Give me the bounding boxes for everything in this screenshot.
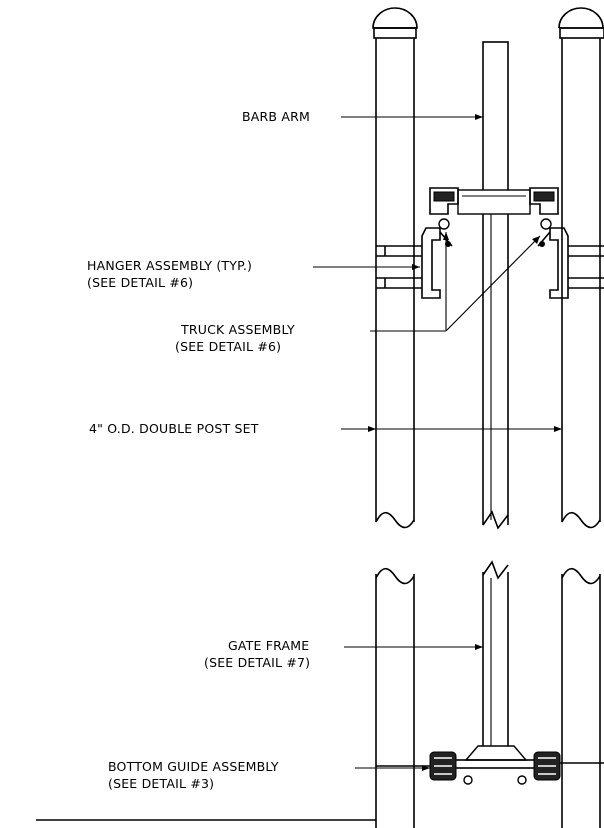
right-post-break-upper xyxy=(561,511,601,529)
label-gate-detail: (SEE DETAIL #7) xyxy=(204,655,310,670)
label-truck-assembly: TRUCK ASSEMBLY xyxy=(180,322,295,337)
right-post-break-lower xyxy=(561,567,601,585)
right-hanger-bracket xyxy=(549,227,569,299)
left-truck-wheel xyxy=(433,191,455,202)
right-truck-pin xyxy=(540,218,552,230)
label-hanger-assembly: HANGER ASSEMBLY (TYP.) xyxy=(87,258,252,273)
leader-lines xyxy=(313,114,562,771)
gate-frame-break-lower xyxy=(482,560,509,580)
left-post-cap-dome xyxy=(372,7,418,29)
track-box xyxy=(457,189,531,215)
guide-center-shoe xyxy=(464,745,528,761)
left-post-cap-band xyxy=(373,27,417,39)
label-barb-arm: BARB ARM xyxy=(242,109,310,124)
bottom-guide-assembly xyxy=(376,745,604,785)
guide-base-plate xyxy=(443,759,549,769)
right-truck-wheel xyxy=(533,191,555,202)
right-post xyxy=(558,7,604,828)
right-truck-housing xyxy=(529,187,559,215)
left-truck-housing xyxy=(429,187,459,215)
label-gate-frame: GATE FRAME xyxy=(228,638,309,653)
barb-arm xyxy=(482,41,509,760)
label-bottom-guide: BOTTOM GUIDE ASSEMBLY xyxy=(108,759,279,774)
top-hanger-truck-assembly xyxy=(376,187,604,299)
label-bottom-guide-detail: (SEE DETAIL #3) xyxy=(108,776,214,791)
label-post-set: 4" O.D. DOUBLE POST SET xyxy=(89,421,259,436)
label-hanger-detail: (SEE DETAIL #6) xyxy=(87,275,193,290)
left-post-break-upper xyxy=(375,511,415,529)
right-post-cap-band xyxy=(559,27,604,39)
left-truck-pin xyxy=(438,218,450,230)
left-hanger-bracket xyxy=(421,227,441,299)
right-post-cap-dome xyxy=(558,7,604,29)
gate-frame-break-upper xyxy=(482,510,509,530)
left-post xyxy=(372,7,418,828)
left-post-break-lower xyxy=(375,567,415,585)
label-truck-detail: (SEE DETAIL #6) xyxy=(175,339,281,354)
